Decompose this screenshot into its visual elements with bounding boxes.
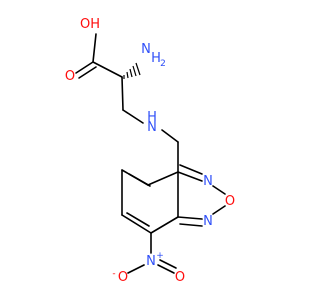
nitro-o-left-label: O <box>118 270 128 285</box>
bond-calpha-cbeta <box>121 76 124 111</box>
ring-o-label: O <box>225 194 235 209</box>
nitro-minus-charge: - <box>112 269 115 279</box>
bond-nh-ring <box>161 129 179 143</box>
amine-n-label: N <box>141 42 151 57</box>
amine-h-label: H <box>151 51 161 66</box>
hydroxyl-label: OH <box>80 17 100 32</box>
bond-c-o-double-a <box>75 61 94 74</box>
bond-o-n-bottom <box>212 205 226 215</box>
carbonyl-o-label: O <box>65 69 75 84</box>
bond-ring-2 <box>147 171 179 186</box>
bond-ring-5 <box>121 214 152 234</box>
structure-drawing: OH N H 2 O H N N O N N + O - O <box>65 17 235 285</box>
bond-c-o-double-b <box>78 66 97 79</box>
bond-c-oh <box>92 33 97 63</box>
bonds <box>75 33 226 274</box>
bond-nitro-o-right-a <box>157 264 175 274</box>
bond-n-c-bottom-double <box>179 223 203 227</box>
ring-n-bottom-label: N <box>203 214 213 229</box>
bond-nitro-o-left <box>127 264 145 274</box>
bond-ring-3-inner <box>128 173 151 187</box>
nh-n-label: N <box>147 120 157 135</box>
stereo-hash-bond <box>123 62 141 79</box>
bond-cbeta-nh <box>122 109 144 124</box>
bond-ring-5-inner <box>126 212 150 227</box>
bond-ring-6 <box>150 216 179 234</box>
nitro-o-right-label: O <box>175 270 185 285</box>
nh-h-label: H <box>147 110 157 125</box>
bond-c-calpha <box>92 61 123 78</box>
bond-c-n-top-double <box>179 164 203 175</box>
bond-c-n-top <box>177 171 203 182</box>
atom-labels: OH N H 2 O H N N O N N + O - O <box>65 17 235 285</box>
molecule-canvas: OH N H 2 O H N N O N N + O - O <box>65 17 235 285</box>
bond-n-c-bottom <box>177 216 203 220</box>
bond-n-o-top <box>212 185 226 195</box>
nitro-n-label: N <box>146 254 156 269</box>
bond-nitro-o-right-b <box>159 259 177 269</box>
ring-n-top-label: N <box>203 174 213 189</box>
amine-subscript: 2 <box>160 59 166 69</box>
nitro-plus-charge: + <box>156 251 164 261</box>
